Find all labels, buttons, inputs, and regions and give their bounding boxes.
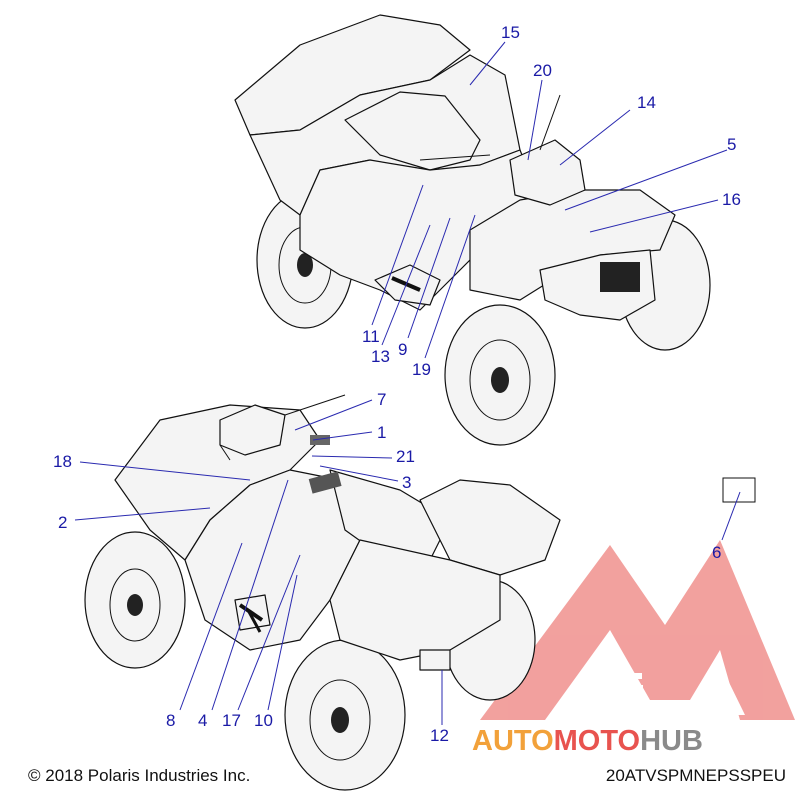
callout-15: 15 (501, 23, 520, 42)
decal-6-sheet (722, 477, 756, 503)
callout-17: 17 (222, 711, 241, 730)
part-code: 20ATVSPMNEPSSPEU (605, 766, 786, 785)
callout-19: 19 (412, 360, 431, 379)
callout-10: 10 (254, 711, 273, 730)
callout-11: 11 (362, 327, 380, 346)
automotohub-wordmark: AUTOMOTOHUB (472, 725, 703, 757)
leader-lines (74, 41, 741, 725)
callout-16: 16 (722, 190, 741, 209)
callout-labels: 15 20 14 5 16 11 13 9 19 7 1 21 3 18 2 6… (53, 23, 741, 745)
automotohub-logo (480, 540, 795, 720)
lower-rear-wheel-left (284, 639, 406, 791)
callout-6: 6 (712, 543, 721, 562)
decal-1-mark (310, 435, 330, 445)
callout-18: 18 (53, 452, 72, 471)
decal-3-mark (308, 471, 342, 494)
atv-rear-view (84, 394, 561, 791)
callout-9: 9 (398, 340, 407, 359)
callout-1: 1 (377, 423, 386, 442)
atv-front-view (234, 14, 711, 446)
callout-2: 2 (58, 513, 67, 532)
wordmark-moto: MOTO (554, 725, 640, 757)
front-left-wheel (444, 304, 556, 446)
callout-5: 5 (727, 135, 736, 154)
callout-14: 14 (637, 93, 656, 112)
copyright-notice: © 2018 Polaris Industries Inc. (28, 766, 251, 785)
callout-3: 3 (402, 473, 411, 492)
callout-12: 12 (430, 726, 449, 745)
grill-mesh (600, 262, 640, 292)
rear-hitch (419, 649, 451, 671)
wordmark-hub: HUB (640, 725, 703, 757)
seat (344, 91, 481, 171)
wordmark-auto: AUTO (472, 725, 554, 757)
callout-8: 8 (166, 711, 175, 730)
handlebar-grip (539, 94, 561, 151)
callout-7: 7 (377, 390, 386, 409)
handlebar-pod (509, 139, 586, 206)
callout-13: 13 (371, 347, 390, 366)
callout-4: 4 (198, 711, 207, 730)
lower-front-wheel (84, 531, 186, 669)
svg-text:AUTOMOTOHUB: AUTOMOTOHUB (472, 725, 703, 757)
callout-21: 21 (396, 447, 415, 466)
callout-20: 20 (533, 61, 552, 80)
